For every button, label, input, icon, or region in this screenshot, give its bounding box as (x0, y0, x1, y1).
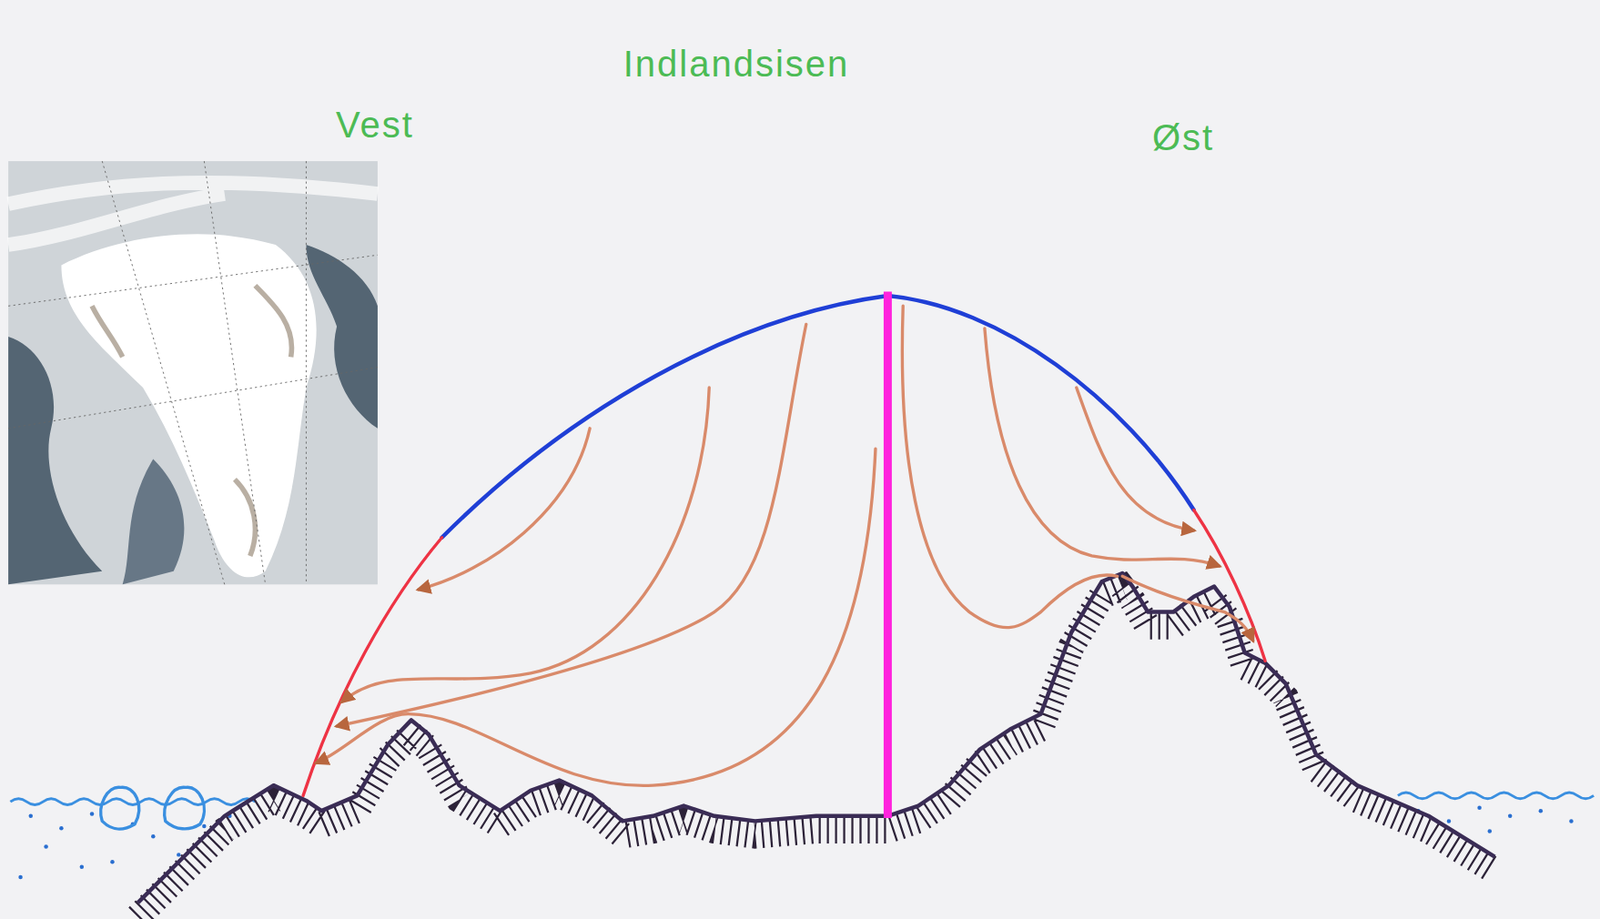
ice-divide (883, 292, 892, 819)
flow-lines (316, 305, 1254, 786)
direction-label: Vest (335, 104, 415, 146)
bedrock (137, 573, 1495, 918)
satellite-inset (8, 161, 378, 585)
direction-label: Øst (1152, 117, 1215, 159)
ice-surface (303, 295, 1266, 796)
diagram-title: Indlandsisen (623, 43, 851, 85)
